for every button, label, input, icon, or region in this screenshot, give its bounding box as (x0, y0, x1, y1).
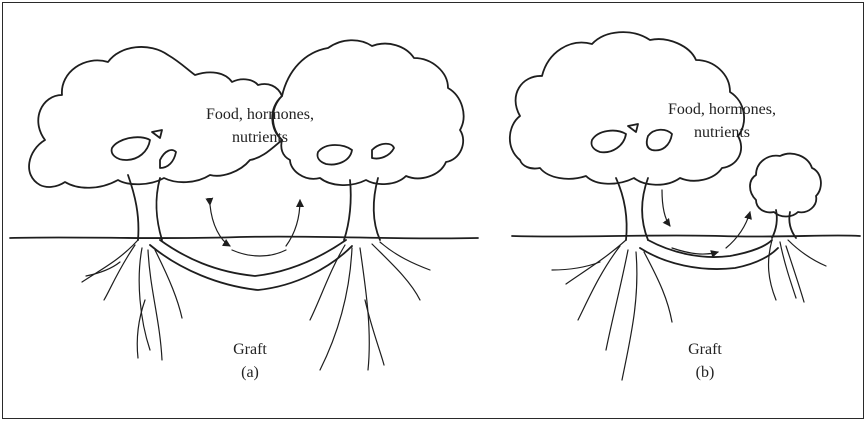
panel-b (510, 32, 860, 380)
caption-label-a: Food, hormones, (160, 105, 360, 125)
flow-arrow-a-bottom (232, 250, 286, 256)
panel-label-a: (a) (205, 363, 295, 383)
graft-label-b: Graft (660, 340, 750, 360)
ground-line-a (10, 237, 478, 239)
graft-label-a: Graft (205, 340, 295, 360)
panel-label-b: (b) (660, 363, 750, 383)
graft-root-b (648, 240, 772, 257)
flow-arrow-a-left (210, 205, 230, 246)
flow-arrow-b-up (726, 212, 750, 248)
tree-b-small-canopy (750, 154, 821, 217)
caption-label-b-2: nutrients (622, 123, 822, 143)
flow-arrow-a-right (286, 200, 300, 246)
panel-a (10, 40, 478, 370)
ground-line-b (512, 235, 860, 236)
flow-arrow-b-down (662, 190, 670, 226)
caption-label-b: Food, hormones, (622, 100, 822, 120)
caption-label-a-2: nutrients (160, 128, 360, 148)
